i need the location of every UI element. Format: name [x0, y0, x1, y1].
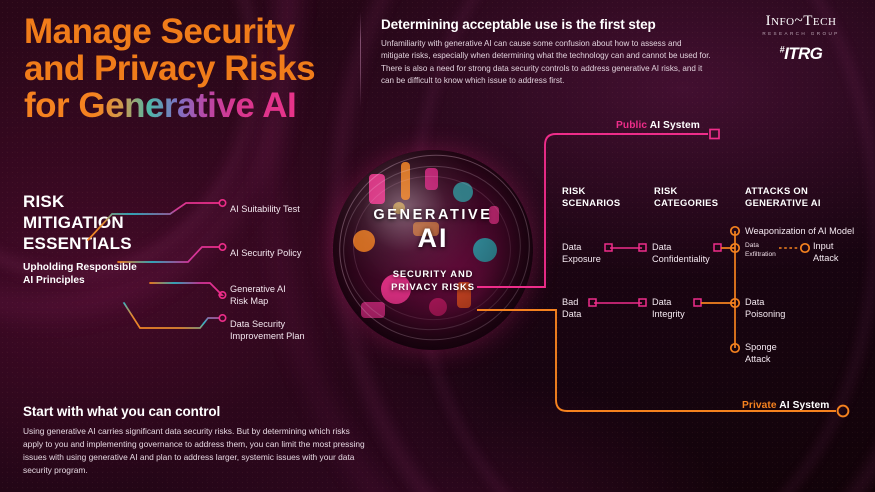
column-heading-line-1: ATTACKS ON: [745, 185, 809, 196]
node-weaponization-of-ai-model[interactable]: Weaponization of AI Model: [745, 226, 855, 236]
rme-heading-line-3: ESSENTIALS: [23, 233, 132, 253]
title-line-1: Manage Security: [24, 12, 295, 51]
title-line-2: and Privacy Risks: [24, 48, 316, 88]
attack-node-sponge-attack: [729, 342, 741, 354]
node-data-exposure[interactable]: Data Exposure: [562, 242, 601, 265]
column-heading-line-2: CATEGORIES: [654, 197, 719, 209]
column-heading-risk-scenarios: RISK SCENARIOS: [562, 185, 620, 209]
sphere-label-generative: GENERATIVE: [373, 206, 493, 223]
column-heading-attacks-on-generative-ai: ATTACKS ON GENERATIVE AI: [745, 185, 821, 209]
row-bad-data-wire: [588, 298, 647, 307]
intro-block: Determining acceptable use is the first …: [381, 17, 711, 87]
rme-item-ai-suitability-test[interactable]: AI Suitability Test: [230, 204, 300, 214]
node-data-integrity[interactable]: Data Integrity: [652, 297, 685, 320]
sphere-label-ai: AI: [417, 222, 449, 253]
rme-subheading-line-2: AI Principles: [23, 274, 85, 286]
confidentiality-to-attacks-wire: [713, 243, 735, 252]
sphere-label-group: GENERATIVE AI SECURITY AND PRIVACY RISKS: [333, 150, 533, 350]
itrg-logo: #ITRG: [745, 45, 857, 62]
generative-ai-sphere: GENERATIVE AI SECURITY AND PRIVACY RISKS: [333, 150, 533, 350]
attack-node-data-exfiltration: [729, 242, 741, 254]
node-data-confidentiality[interactable]: Data Confidentiality: [652, 242, 710, 265]
info-tech-logo: Info~Tech: [765, 13, 837, 29]
node-data-exfiltration[interactable]: Data Exfiltration: [745, 242, 776, 258]
intro-heading: Determining acceptable use is the first …: [381, 17, 656, 32]
info-tech-logo-subtitle: Research Group: [762, 31, 840, 36]
column-heading-line-2: SCENARIOS: [562, 197, 621, 209]
rme-item-ai-security-policy[interactable]: AI Security Policy: [230, 248, 302, 258]
rme-subheading: Upholding Responsible AI Principles: [23, 261, 173, 287]
row-data-exposure-wire: [604, 243, 647, 252]
label-private-accent: Private: [742, 400, 777, 411]
footer-heading: Start with what you can control: [23, 404, 221, 419]
label-private-ai-system: Private AI System: [742, 400, 829, 411]
itrg-hash: #: [779, 44, 785, 55]
integrity-to-attacks-wire: [693, 298, 735, 307]
footer-block: Start with what you can control Using ge…: [23, 404, 371, 477]
sphere-label-security-privacy-risks: SECURITY AND PRIVACY RISKS: [391, 267, 475, 292]
title-line-3: for Generative AI: [24, 85, 297, 125]
label-public-accent: Public: [616, 120, 648, 131]
rme-item-generative-ai-risk-map[interactable]: Generative AI Risk Map: [230, 284, 286, 307]
column-heading-risk-categories: RISK CATEGORIES: [654, 185, 718, 209]
rme-heading-line-2: MITIGATION: [23, 212, 124, 232]
page-title: Manage Security and Privacy Risks for Ge…: [24, 12, 316, 125]
rme-heading: RISK MITIGATION ESSENTIALS: [23, 192, 173, 255]
node-input-attack[interactable]: Input Attack: [813, 241, 839, 264]
column-heading-line-1: RISK: [654, 185, 678, 196]
rme-heading-line-1: RISK: [23, 192, 65, 211]
attack-node-data-poisoning: [729, 297, 741, 309]
label-public-ai-system: Public AI System: [616, 120, 700, 131]
risk-mitigation-essentials-block: RISK MITIGATION ESSENTIALS Upholding Res…: [23, 192, 173, 287]
attack-node-markers: [729, 225, 741, 354]
left-connector-endpoints: [218, 199, 227, 322]
column-heading-line-2: GENERATIVE AI: [745, 197, 821, 209]
column-heading-line-1: RISK: [562, 185, 586, 196]
public-system-endpoint: [709, 128, 720, 140]
intro-body: Unfamiliarity with generative AI can cau…: [381, 39, 711, 85]
logo-group: Info~Tech Research Group #ITRG: [745, 13, 857, 63]
label-private-rest: AI System: [779, 400, 830, 411]
header-divider: [360, 12, 361, 107]
itrg-text: ITRG: [784, 44, 823, 63]
footer-body: Using generative AI carries significant …: [23, 426, 365, 476]
node-bad-data[interactable]: Bad Data: [562, 297, 582, 320]
rme-subheading-line-1: Upholding Responsible: [23, 261, 137, 273]
private-system-endpoint: [836, 404, 850, 418]
attack-node-weaponization: [729, 225, 741, 237]
attack-node-input-attack: [799, 242, 811, 254]
rme-item-data-security-improvement-plan[interactable]: Data Security Improvement Plan: [230, 319, 305, 342]
label-public-rest: AI System: [649, 120, 700, 131]
node-sponge-attack[interactable]: Sponge Attack: [745, 342, 777, 365]
node-data-poisoning[interactable]: Data Poisoning: [745, 297, 786, 320]
